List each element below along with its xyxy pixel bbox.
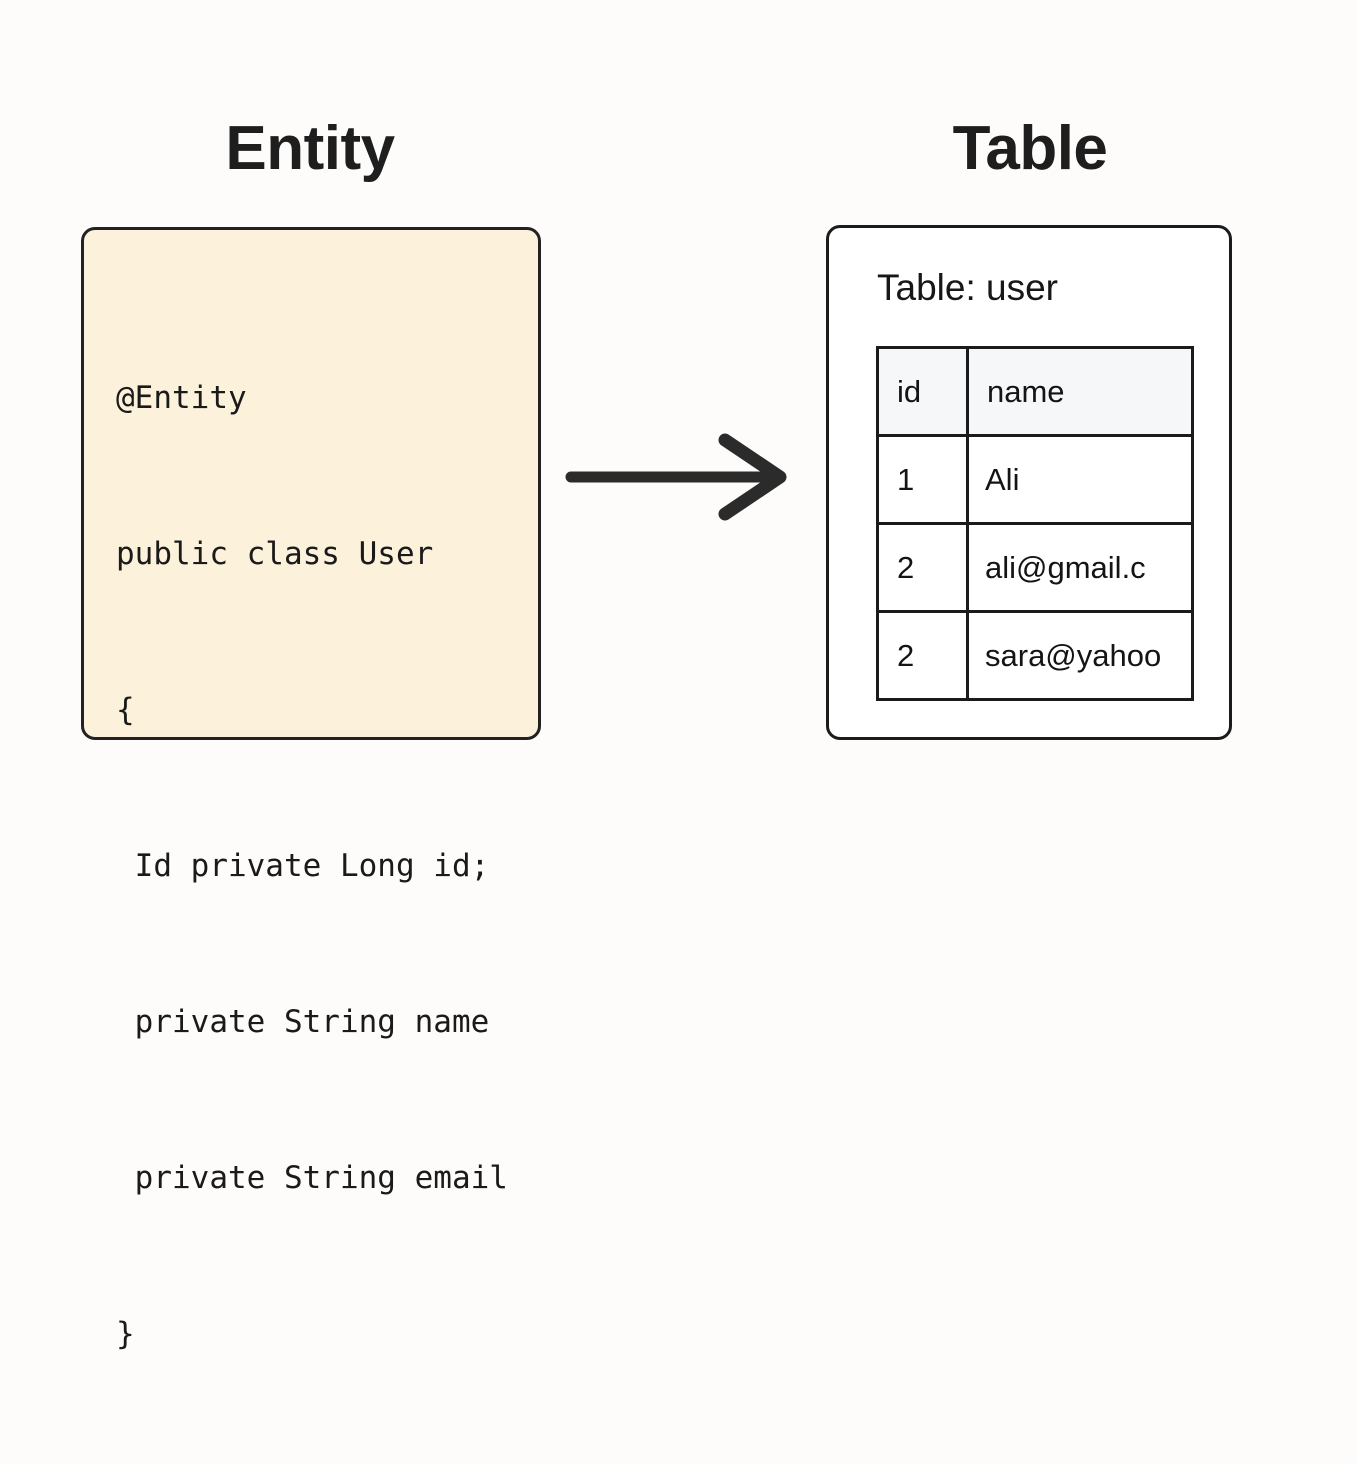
table-card: Table: user id name 1 Ali 2 ali@gmai (826, 225, 1232, 740)
code-line-3: Id private Long id; (116, 848, 490, 884)
table-row: 2 sara@yahoo (876, 610, 1194, 701)
entity-heading: Entity (225, 114, 395, 183)
mapping-arrow (565, 433, 787, 521)
code-line-2: { (116, 692, 135, 728)
code-line-1: public class User (116, 536, 434, 572)
table-caption: Table: user (877, 267, 1058, 308)
table-body: 1 Ali 2 ali@gmail.c 2 sara@yahoo (876, 434, 1194, 701)
user-table: id name 1 Ali 2 ali@gmail.c 2 sara@yahoo (876, 346, 1194, 701)
table-header-row: id name (876, 346, 1194, 437)
entity-code-block: @Entity public class User { Id private L… (116, 268, 528, 1464)
code-line-4: private String name (116, 1004, 490, 1040)
column-header-name: name (966, 346, 1194, 437)
code-line-6: } (116, 1316, 135, 1352)
cell-id: 1 (876, 434, 969, 525)
table-header: id name (876, 346, 1194, 437)
code-line-0: @Entity (116, 380, 247, 416)
arrow-head-icon (718, 433, 787, 521)
entity-code-card: @Entity public class User { Id private L… (81, 227, 541, 1352)
table-row: 1 Ali (876, 434, 1194, 525)
cell-name: ali@gmail.c (966, 522, 1194, 613)
diagram-canvas: Entity Table @Entity public class User {… (81, 114, 1232, 1352)
code-line-5: private String email (116, 1160, 508, 1196)
cell-name: sara@yahoo (966, 610, 1194, 701)
cell-id: 2 (876, 610, 969, 701)
cell-name: Ali (966, 434, 1194, 525)
table-row: 2 ali@gmail.c (876, 522, 1194, 613)
table-heading: Table (952, 114, 1108, 183)
column-header-id: id (876, 346, 969, 437)
cell-id: 2 (876, 522, 969, 613)
